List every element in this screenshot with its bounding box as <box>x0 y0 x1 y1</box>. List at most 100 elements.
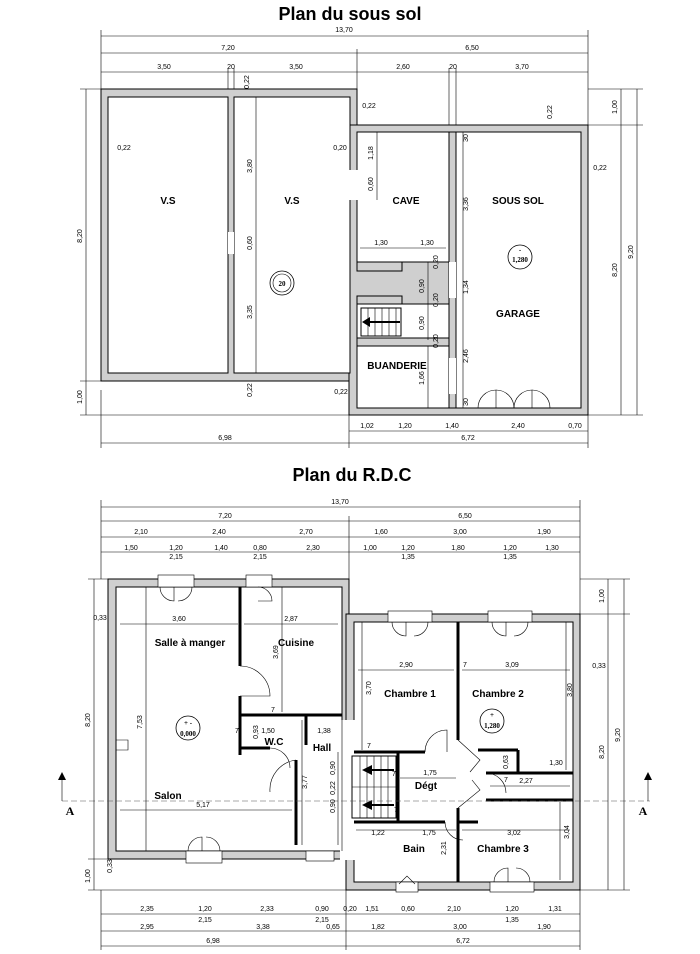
ground-stair <box>351 755 397 819</box>
room-vs-left <box>107 96 229 374</box>
dim-label: 2,27 <box>519 778 533 785</box>
room-vs-right <box>233 96 351 374</box>
dim-label: 6,98 <box>206 938 220 945</box>
dim-label: 1,20 <box>503 545 517 552</box>
dim-label: 2,15 <box>198 917 212 924</box>
dim-label: 9,20 <box>615 728 622 742</box>
room-label-garage: GARAGE <box>496 309 540 320</box>
dim-label: 3,70 <box>366 681 373 695</box>
dim-label: 3,70 <box>515 64 529 71</box>
dim-label: 1,50 <box>124 545 138 552</box>
dim-label: 0,20 <box>343 906 357 913</box>
level-sign-rdc: + - <box>184 719 193 727</box>
dim-label: 7 <box>271 707 275 714</box>
room-label-chambre-3: Chambre 3 <box>477 844 529 855</box>
dim-label: 2,30 <box>306 545 320 552</box>
dim-label: 7 <box>504 777 508 784</box>
dim-label: 0,60 <box>368 177 375 191</box>
dim-label: 0,90 <box>330 799 337 813</box>
dim-label: 7,20 <box>221 45 235 52</box>
dim-label: 0,22 <box>593 165 607 172</box>
dim-label: 3,38 <box>256 924 270 931</box>
dim-label: 6,50 <box>458 513 472 520</box>
dim-label: 8,20 <box>612 263 619 277</box>
dim-label: 1,31 <box>548 906 562 913</box>
dim-label: 2,35 <box>140 906 154 913</box>
dim-label: 2,10 <box>134 529 148 536</box>
dim-label: 3,36 <box>463 197 470 211</box>
dim-label: 0,22 <box>547 105 554 119</box>
dim-label: 1,20 <box>169 545 183 552</box>
dim-label: 1,00 <box>77 390 84 404</box>
dim-label: 1,82 <box>371 924 385 931</box>
room-label-chambre-2: Chambre 2 <box>472 689 524 700</box>
dim-label: 7 <box>392 771 396 778</box>
dim-label: 0,20 <box>433 293 440 307</box>
dim-label: 1,02 <box>360 423 374 430</box>
dim-label: 1,75 <box>423 770 437 777</box>
dim-label: 0,90 <box>419 316 426 330</box>
dim-label: 1,66 <box>419 371 426 385</box>
dim-label: 7,53 <box>137 715 144 729</box>
dim-label: 1,20 <box>198 906 212 913</box>
dim-label: 0,33 <box>592 663 606 670</box>
dim-label: 1,00 <box>85 869 92 883</box>
level-value-sous-sol: 1,280 <box>512 256 528 264</box>
dim-label: 1,35 <box>505 917 519 924</box>
dim-label: 1,90 <box>537 924 551 931</box>
dim-label: 1,35 <box>401 554 415 561</box>
dim-label: 0,60 <box>401 906 415 913</box>
room-label-hall: Hall <box>313 743 332 754</box>
dim-label: 2,95 <box>140 924 154 931</box>
dim-label: 8,20 <box>77 229 84 243</box>
level-marker-rdc <box>175 715 201 741</box>
dim-label: 0,90 <box>419 279 426 293</box>
dim-total-width: 13,70 <box>335 27 353 34</box>
dim-label: 0,65 <box>326 924 340 931</box>
garage-doors <box>477 389 551 409</box>
dim-label: 1,35 <box>503 554 517 561</box>
dim-label: 3,50 <box>157 64 171 71</box>
room-label-cuisine: Cuisine <box>278 638 315 649</box>
dim-label: 1,30 <box>374 240 388 247</box>
dim-label: 0,70 <box>568 423 582 430</box>
dim-label: 0,93 <box>253 725 260 739</box>
level-marker-sous-sol <box>507 244 533 270</box>
room-sous-sol <box>455 131 582 409</box>
dim-label: 7 <box>235 728 239 735</box>
dim-label: 0,80 <box>253 545 267 552</box>
dim-label: 0,22 <box>330 781 337 795</box>
dim-label: 7,20 <box>218 513 232 520</box>
room-label-wc: W.C <box>265 737 284 748</box>
dim-label: 0,33 <box>107 859 114 873</box>
dim-label: 0,22 <box>244 75 251 89</box>
dim-label: 0,90 <box>330 761 337 775</box>
dim-label: 1,75 <box>422 830 436 837</box>
dim-label: 9,20 <box>628 245 635 259</box>
room-cave <box>356 131 450 263</box>
room-label-salle-a-manger: Salle à manger <box>155 638 226 649</box>
basement-plan: V.S V.S CAVE SOUS SOL GARAGE BUANDERIE 2… <box>77 27 643 448</box>
dim-label: 1,90 <box>537 529 551 536</box>
dim-label: 2,15 <box>253 554 267 561</box>
ground-partitions <box>238 587 573 882</box>
ground-openings <box>116 574 535 893</box>
dim-label: 20 <box>227 64 235 71</box>
dim-label: 0,22 <box>334 389 348 396</box>
dim-label: 3,60 <box>172 616 186 623</box>
dim-total-width: 13,70 <box>331 499 349 506</box>
dim-label: 1,00 <box>363 545 377 552</box>
dim-label: 2,15 <box>315 917 329 924</box>
dim-label: 3,09 <box>505 662 519 669</box>
dim-label: 2,31 <box>441 841 448 855</box>
dim-label: 3,04 <box>564 825 571 839</box>
dim-label: 0,20 <box>433 255 440 269</box>
level-sign-chambre-2: + <box>490 711 494 719</box>
dim-label: 3,80 <box>247 159 254 173</box>
dim-label: 1,60 <box>374 529 388 536</box>
level-marker-20-text: 20 <box>279 280 287 288</box>
dim-label: 2,40 <box>511 423 525 430</box>
dim-label: 1,18 <box>368 146 375 160</box>
basement-dimension-lines <box>80 30 643 448</box>
